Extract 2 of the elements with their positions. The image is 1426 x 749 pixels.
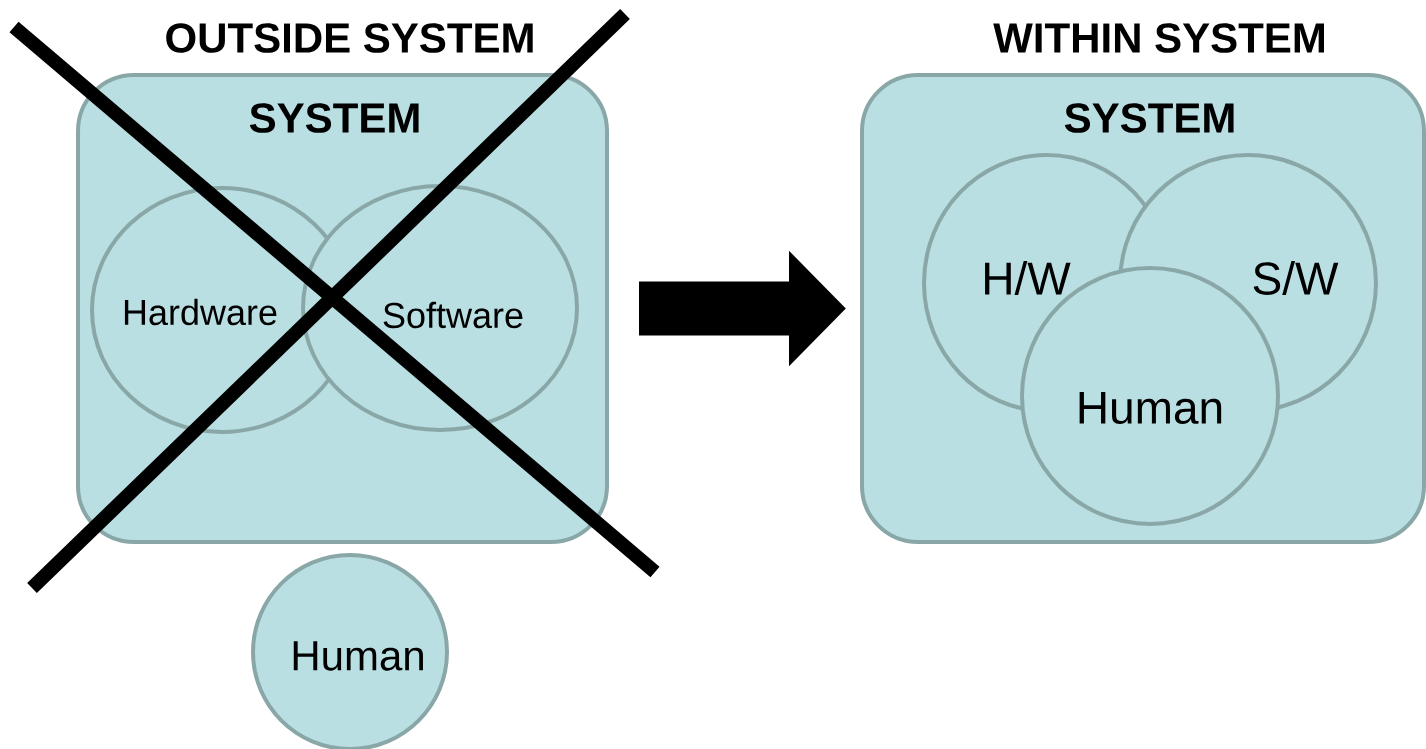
- heading: OUTSIDE SYSTEM: [166, 23, 533, 53]
- heading: WITHIN SYSTEM: [993, 23, 1324, 53]
